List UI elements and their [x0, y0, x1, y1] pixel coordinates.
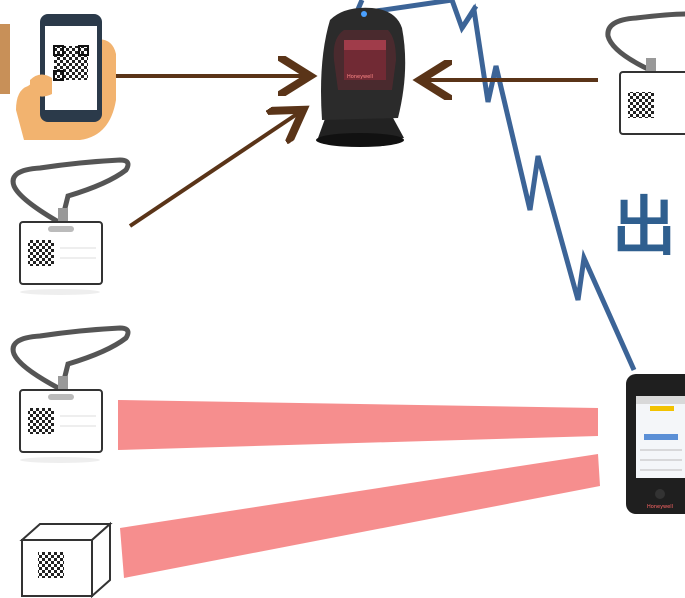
- arrow-badge-to-scanner: [128, 112, 300, 228]
- exit-label: 出: [612, 191, 676, 265]
- id-badge-qr-icon-left: [10, 157, 131, 295]
- package-qr-icon: [19, 521, 113, 598]
- scan-beam-upper: [118, 400, 598, 450]
- smartphone-qr-icon: [0, 14, 116, 140]
- handheld-terminal-icon: Honeywell: [626, 374, 685, 514]
- scanner-brand-text: Honeywell: [347, 74, 373, 80]
- id-badge-qr-icon-lower: [10, 325, 131, 463]
- id-badge-qr-icon-right: [605, 11, 685, 135]
- handheld-brand-text: Honeywell: [647, 504, 673, 510]
- wireless-link-line: [351, 0, 637, 372]
- scan-beam-lower: [120, 454, 600, 578]
- barcode-scanner-icon: Honeywell: [316, 7, 406, 147]
